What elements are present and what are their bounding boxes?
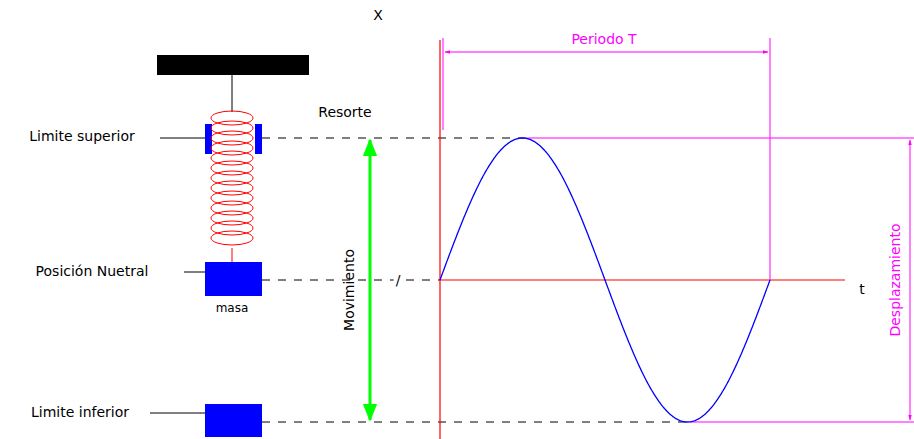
guide-line bbox=[262, 138, 525, 139]
part-name: Resorte bbox=[316, 105, 373, 120]
axis-label: t bbox=[857, 282, 867, 297]
displacement-mark bbox=[525, 138, 914, 139]
hanger bbox=[232, 75, 233, 112]
spring-coil bbox=[211, 231, 253, 245]
period-arrow bbox=[445, 52, 768, 53]
period-mark bbox=[770, 38, 771, 280]
position-label: Limite superior bbox=[27, 129, 136, 144]
position-label: Posición Nuetral bbox=[34, 264, 151, 279]
displacement-mark bbox=[690, 422, 914, 423]
ceiling-bar bbox=[157, 55, 309, 75]
part-name: masa bbox=[214, 302, 251, 315]
sine-curve bbox=[440, 138, 770, 422]
position-label: Limite inferior bbox=[29, 405, 131, 420]
period-mark bbox=[443, 38, 444, 130]
displacement-label: Desplazamiento bbox=[888, 221, 903, 338]
motion-label: Movimiento bbox=[342, 247, 357, 333]
spring-coils bbox=[211, 111, 253, 245]
t-axis bbox=[440, 279, 845, 280]
leader-line bbox=[184, 272, 205, 273]
leader-line bbox=[150, 413, 205, 414]
motion-arrow bbox=[369, 140, 372, 420]
origin-mark: / bbox=[394, 273, 403, 288]
period-label: Periodo T bbox=[569, 32, 638, 47]
x-axis bbox=[439, 40, 440, 439]
mass-upper-gap bbox=[212, 124, 255, 154]
leader-line bbox=[160, 138, 205, 139]
mass-lower bbox=[205, 404, 262, 437]
axis-label: X bbox=[371, 8, 385, 23]
spring-end bbox=[232, 248, 233, 262]
mass-neutral bbox=[205, 262, 262, 296]
displacement-arrow bbox=[910, 140, 911, 420]
guide-line bbox=[262, 422, 690, 423]
